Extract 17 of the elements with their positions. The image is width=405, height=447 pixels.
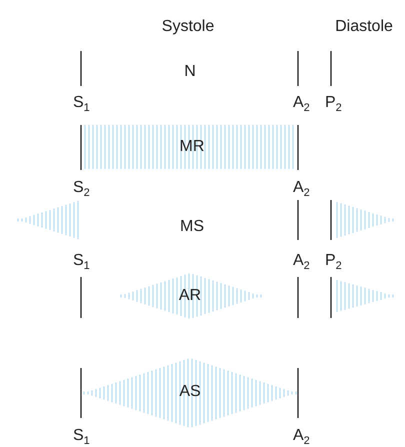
murmur-label: AS <box>179 383 201 401</box>
phase-label: Systole <box>162 18 214 36</box>
heart-sound-label: S$_{1}$ <box>73 252 90 270</box>
heart-sound-label: P$_{2}$ <box>325 94 342 112</box>
heart-sound-label: S$_{2}$ <box>73 179 90 197</box>
heart-sound-label: A$_{2}$ <box>293 94 310 112</box>
heart-sound-label: S$_{1}$ <box>73 94 90 112</box>
phase-label: Diastole <box>335 18 393 36</box>
murmur-label: AR <box>178 287 202 305</box>
heart-sound-label: A$_{2}$ <box>293 252 310 270</box>
heart-sound-label: A$_{2}$ <box>293 179 310 197</box>
heart-sound-label: A$_{2}$ <box>293 427 310 445</box>
murmur-label: MR <box>180 138 204 156</box>
heart-sound-label: S$_{1}$ <box>73 427 90 445</box>
heart-sound-label: P$_{2}$ <box>325 252 342 270</box>
murmur-label: MS <box>180 218 204 236</box>
murmur-label: N <box>184 63 196 81</box>
